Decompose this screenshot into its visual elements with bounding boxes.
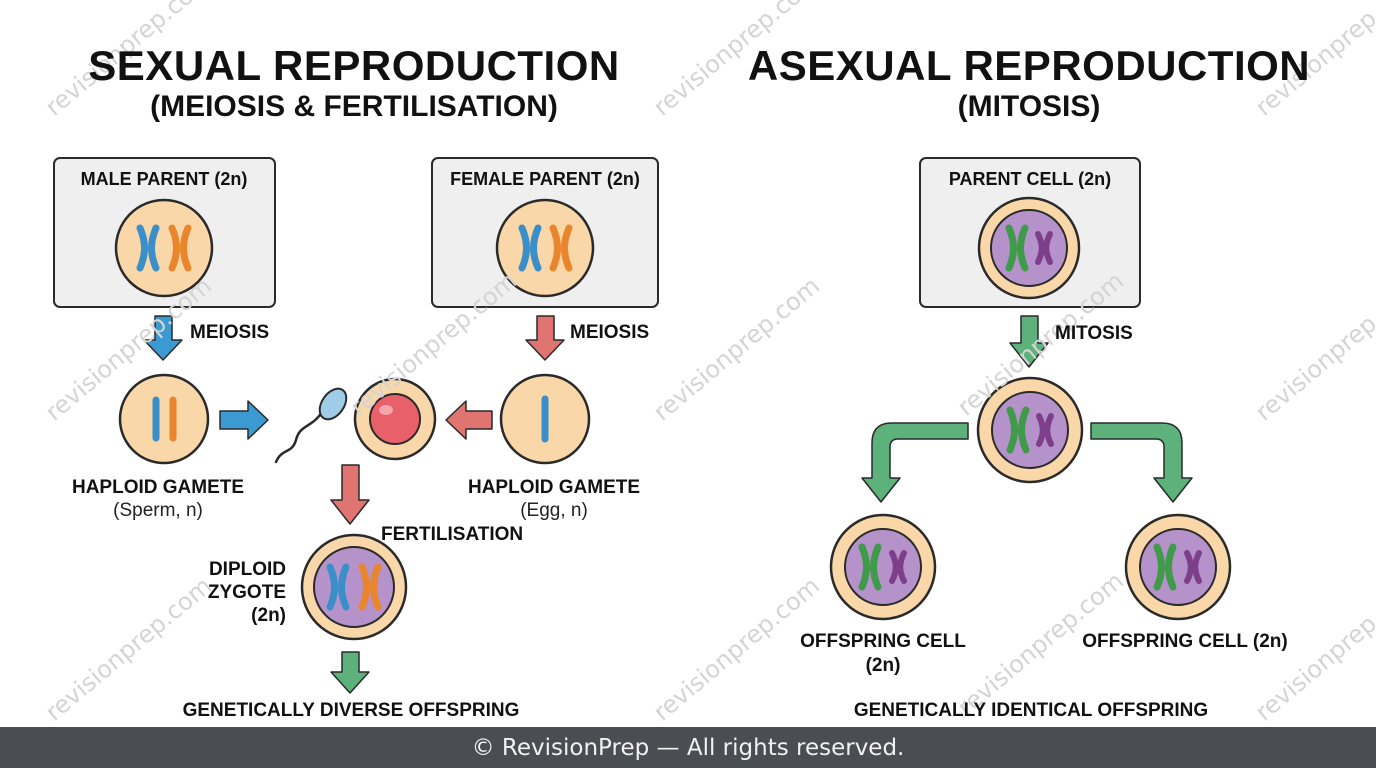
parent-nucleus	[990, 209, 1068, 287]
male-parent-label: MALE PARENT (2n)	[80, 169, 248, 189]
mitosis-branch-right-arrow	[1090, 422, 1193, 503]
meiosis-label-left: MEIOSIS	[190, 322, 270, 343]
diverse-offspring-arrow	[330, 651, 370, 694]
egg-highlight	[379, 405, 393, 415]
sperm-gamete-subtitle: (Sperm, n)	[113, 500, 203, 521]
mitosis-branch-left-arrow	[861, 422, 969, 503]
meiosis-arrow-left	[143, 315, 183, 361]
parent-cell-label: PARENT CELL (2n)	[948, 169, 1112, 189]
sexual-subtitle: (MEIOSIS & FERTILISATION)	[150, 90, 558, 123]
egg-to-fertilisation-arrow	[445, 400, 493, 440]
female-parent-cell	[495, 198, 595, 298]
asexual-title: ASEXUAL REPRODUCTION	[747, 42, 1311, 89]
offspring-right-label: OFFSPRING CELL (2n)	[1082, 631, 1288, 652]
asexual-subtitle: (MITOSIS)	[957, 90, 1101, 123]
offspring-nucleus-left	[844, 528, 922, 606]
mitosis-label: MITOSIS	[1055, 323, 1133, 344]
sperm-illustration	[274, 387, 348, 464]
meiosis-label-right: MEIOSIS	[570, 322, 650, 343]
offspring-left-label-line2: (2n)	[865, 655, 901, 676]
mitosis-arrow	[1009, 315, 1049, 368]
zygote-label-line3: (2n)	[251, 605, 286, 626]
fertilisation-label: FERTILISATION	[381, 524, 524, 545]
zygote-nucleus	[313, 546, 395, 628]
sperm-to-fertilisation-arrow	[219, 400, 269, 440]
zygote-label-line1: DIPLOID	[208, 559, 286, 580]
egg-gamete-subtitle: (Egg, n)	[520, 500, 588, 521]
female-parent-label: FEMALE PARENT (2n)	[450, 169, 640, 189]
identical-offspring-label: GENETICALLY IDENTICAL OFFSPRING	[853, 700, 1209, 721]
male-parent-cell	[114, 198, 214, 298]
meiosis-arrow-right	[525, 315, 565, 361]
offspring-left-label-line1: OFFSPRING CELL	[800, 631, 966, 652]
fertilisation-arrow	[330, 464, 370, 525]
haploid-sperm-cell	[118, 373, 210, 465]
egg-gamete-title: HAPLOID GAMETE	[467, 477, 641, 498]
egg-cell-nucleus	[369, 393, 421, 445]
offspring-nucleus-right	[1139, 528, 1217, 606]
dividing-nucleus	[991, 391, 1069, 469]
diverse-offspring-label: GENETICALLY DIVERSE OFFSPRING	[182, 700, 520, 721]
sperm-gamete-title: HAPLOID GAMETE	[71, 477, 245, 498]
sexual-title: SEXUAL REPRODUCTION	[88, 42, 620, 89]
copyright-footer: © RevisionPrep — All rights reserved.	[0, 727, 1376, 768]
zygote-label-line2: ZYGOTE	[207, 582, 286, 603]
